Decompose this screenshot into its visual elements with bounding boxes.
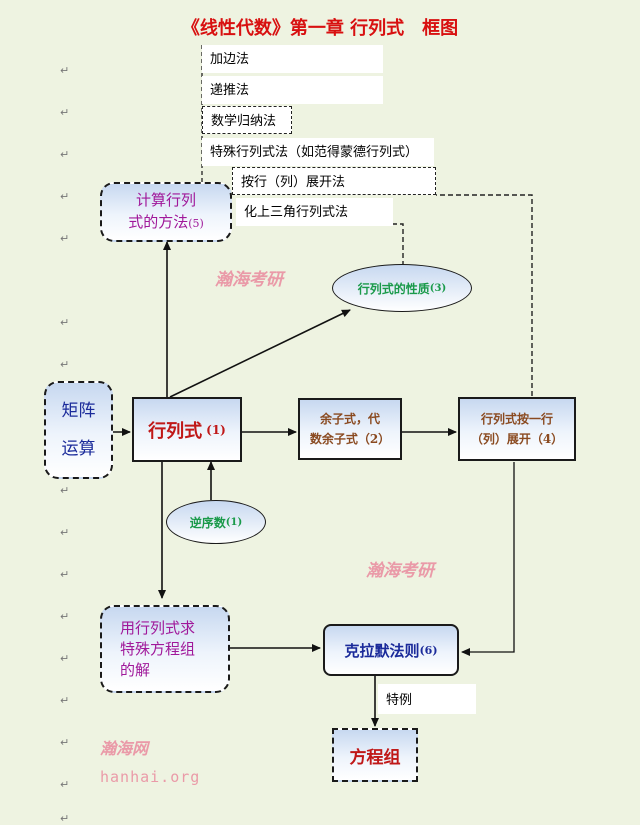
node-special-eq-line2: 特殊方程组 [120, 639, 196, 658]
node-inversion: 逆序数(1) [166, 500, 266, 544]
method-recursion: 递推法 [202, 76, 383, 104]
node-matrix-ops-line2: 运算 [61, 439, 96, 459]
node-equations: 方程组 [332, 728, 418, 782]
node-determinant-label: 行列式 [148, 420, 203, 442]
watermark-top: 瀚海考研 [215, 270, 283, 290]
node-cramer: 克拉默法则(6) [323, 624, 459, 676]
method-bordering: 加边法 [202, 45, 383, 73]
node-cofactor-line2: 数余子式（2） [309, 432, 391, 446]
arrow-expansion-to-cramer [461, 462, 515, 656]
node-matrix-ops-line1: 矩阵 [61, 401, 96, 421]
method-special-determinant: 特殊行列式法（如范得蒙德行列式） [202, 138, 434, 166]
node-cramer-num: (6) [419, 643, 438, 657]
label-special-case: 特例 [378, 684, 476, 714]
node-calc-methods-line2: 式的方法 [128, 213, 189, 231]
node-special-eq-line3: 的解 [120, 660, 151, 679]
node-matrix-ops: 矩阵 运算 [44, 381, 113, 479]
watermark-name: 瀚海网 [100, 739, 149, 758]
node-determinant-num: (1) [206, 422, 226, 437]
paragraph-mark: ↵ [60, 568, 70, 581]
paragraph-mark: ↵ [60, 64, 70, 77]
node-inversion-num: (1) [225, 516, 243, 528]
paragraph-mark: ↵ [60, 316, 70, 329]
paragraph-mark: ↵ [60, 232, 70, 245]
node-properties: 行列式的性质(3) [332, 264, 472, 312]
dashed-link-expansion-method [436, 194, 533, 396]
node-calc-methods-line1: 计算行列 [135, 191, 196, 209]
paragraph-mark: ↵ [60, 484, 70, 497]
node-cramer-label: 克拉默法则 [344, 641, 420, 660]
node-inversion-label: 逆序数 [189, 515, 226, 530]
watermark-middle: 瀚海考研 [366, 561, 434, 581]
node-expansion-line1: 行列式按一行 [480, 412, 553, 426]
paragraph-mark: ↵ [60, 694, 70, 707]
method-row-expansion: 按行（列）展开法 [232, 167, 436, 195]
node-special-eq-line1: 用行列式求 [120, 618, 196, 637]
paragraph-mark: ↵ [60, 652, 70, 665]
node-special-equations: 用行列式求 特殊方程组 的解 [100, 605, 230, 693]
watermark-url: hanhai.org [100, 768, 201, 786]
node-expansion: 行列式按一行 （列）展开（4） [458, 397, 576, 461]
node-cofactor: 余子式，代 数余子式（2） [298, 398, 402, 460]
paragraph-mark: ↵ [60, 148, 70, 161]
page-title: 《线性代数》第一章 行列式 框图 [181, 18, 459, 39]
node-properties-label: 行列式的性质 [357, 281, 430, 296]
paragraph-mark: ↵ [60, 736, 70, 749]
method-induction: 数学归纳法 [202, 106, 292, 134]
node-properties-num: (3) [429, 282, 447, 294]
node-calc-methods: 计算行列 式的方法(5) [100, 182, 232, 242]
method-upper-triangular: 化上三角行列式法 [236, 198, 393, 226]
paragraph-mark: ↵ [60, 526, 70, 539]
paragraph-mark: ↵ [60, 610, 70, 623]
dashed-link-properties-method [393, 223, 404, 266]
paragraph-mark: ↵ [60, 190, 70, 203]
node-determinant: 行列式(1) [132, 397, 242, 462]
node-cofactor-line1: 余子式，代 [319, 412, 380, 426]
paragraph-mark: ↵ [60, 106, 70, 119]
node-calc-methods-num: (5) [188, 217, 204, 230]
node-equations-label: 方程组 [349, 747, 401, 768]
paragraph-mark: ↵ [60, 778, 70, 791]
node-expansion-line2: （列）展开（4） [470, 432, 564, 446]
paragraph-mark: ↵ [60, 812, 70, 825]
arrow-determinant-to-properties [169, 309, 351, 398]
paragraph-mark: ↵ [60, 358, 70, 371]
